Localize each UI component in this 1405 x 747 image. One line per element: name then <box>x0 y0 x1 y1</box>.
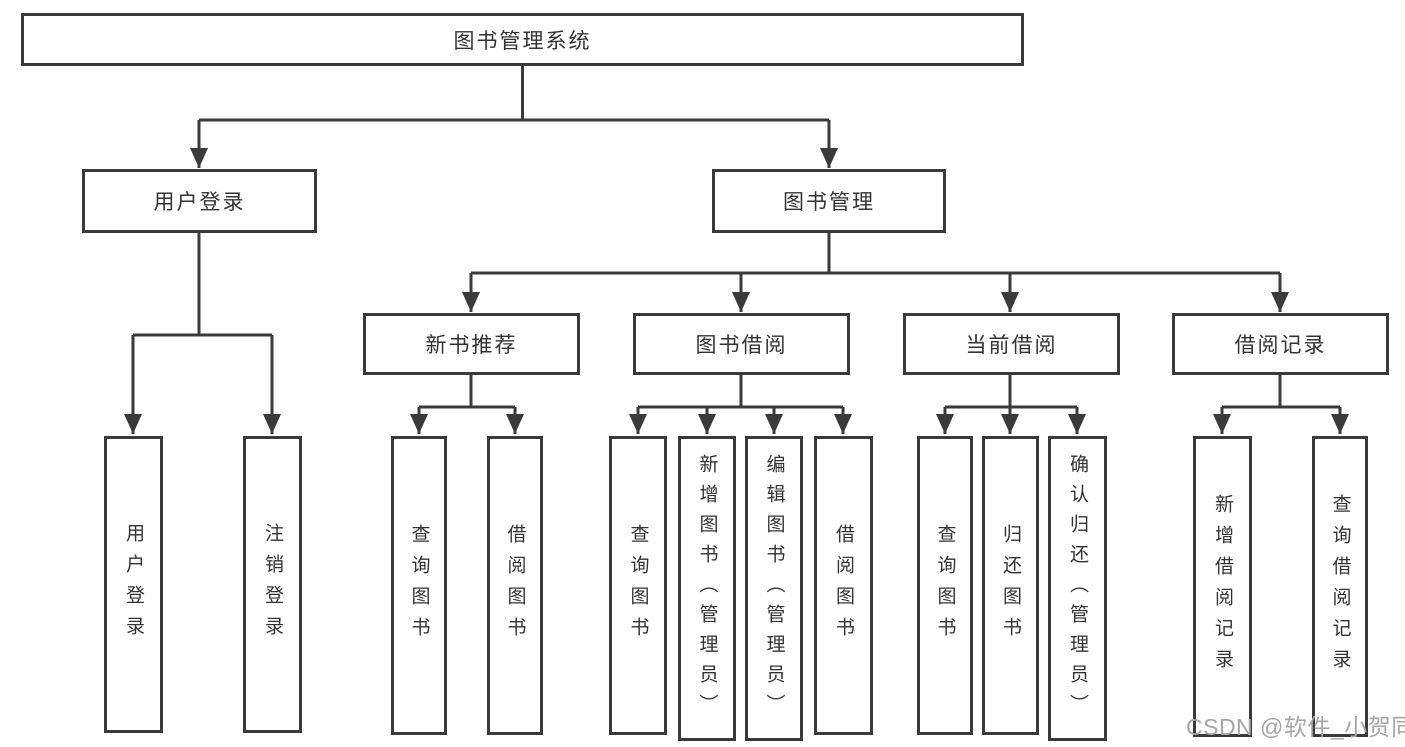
node-book-management-label: 图书管理 <box>783 191 875 214</box>
leaf-add-books-admin: 新增图书（管理员） <box>678 436 736 741</box>
leaf-query-books-recommendation: 查询图书 <box>391 436 447 735</box>
leaf-query-borrow-record: 查询借阅记录 <box>1312 436 1368 737</box>
leaf-logout: 注销登录 <box>243 436 302 733</box>
node-root-label: 图书管理系统 <box>453 29 592 53</box>
node-user-login: 用户登录 <box>82 169 317 233</box>
node-book-management: 图书管理 <box>712 169 946 233</box>
leaf-edit-books-admin: 编辑图书（管理员） <box>745 436 803 741</box>
node-user-login-label: 用户登录 <box>153 191 246 214</box>
node-new-book-recommendation-label: 新书推荐 <box>425 334 518 357</box>
leaf-add-borrow-record: 新增借阅记录 <box>1193 436 1252 737</box>
node-borrowing-record: 借阅记录 <box>1172 313 1389 375</box>
leaf-return-books: 归还图书 <box>982 436 1039 735</box>
node-book-borrowing: 图书借阅 <box>633 313 850 375</box>
leaf-borrow-books-recommendation: 借阅图书 <box>487 436 543 735</box>
csdn-watermark: CSDN @软件_小贺同学 <box>1186 714 1405 740</box>
node-borrowing-record-label: 借阅记录 <box>1234 334 1327 357</box>
leaf-borrow-books: 借阅图书 <box>814 436 873 735</box>
node-root: 图书管理系统 <box>21 13 1024 66</box>
leaf-query-books-current: 查询图书 <box>917 436 973 735</box>
leaf-user-login: 用户登录 <box>104 436 163 733</box>
leaf-confirm-return-admin: 确认归还（管理员） <box>1048 436 1107 741</box>
node-current-borrowing-label: 当前借阅 <box>965 334 1058 357</box>
node-new-book-recommendation: 新书推荐 <box>363 313 580 375</box>
leaf-query-books-borrowing: 查询图书 <box>609 436 667 735</box>
node-book-borrowing-label: 图书借阅 <box>695 334 788 357</box>
node-current-borrowing: 当前借阅 <box>903 313 1120 375</box>
